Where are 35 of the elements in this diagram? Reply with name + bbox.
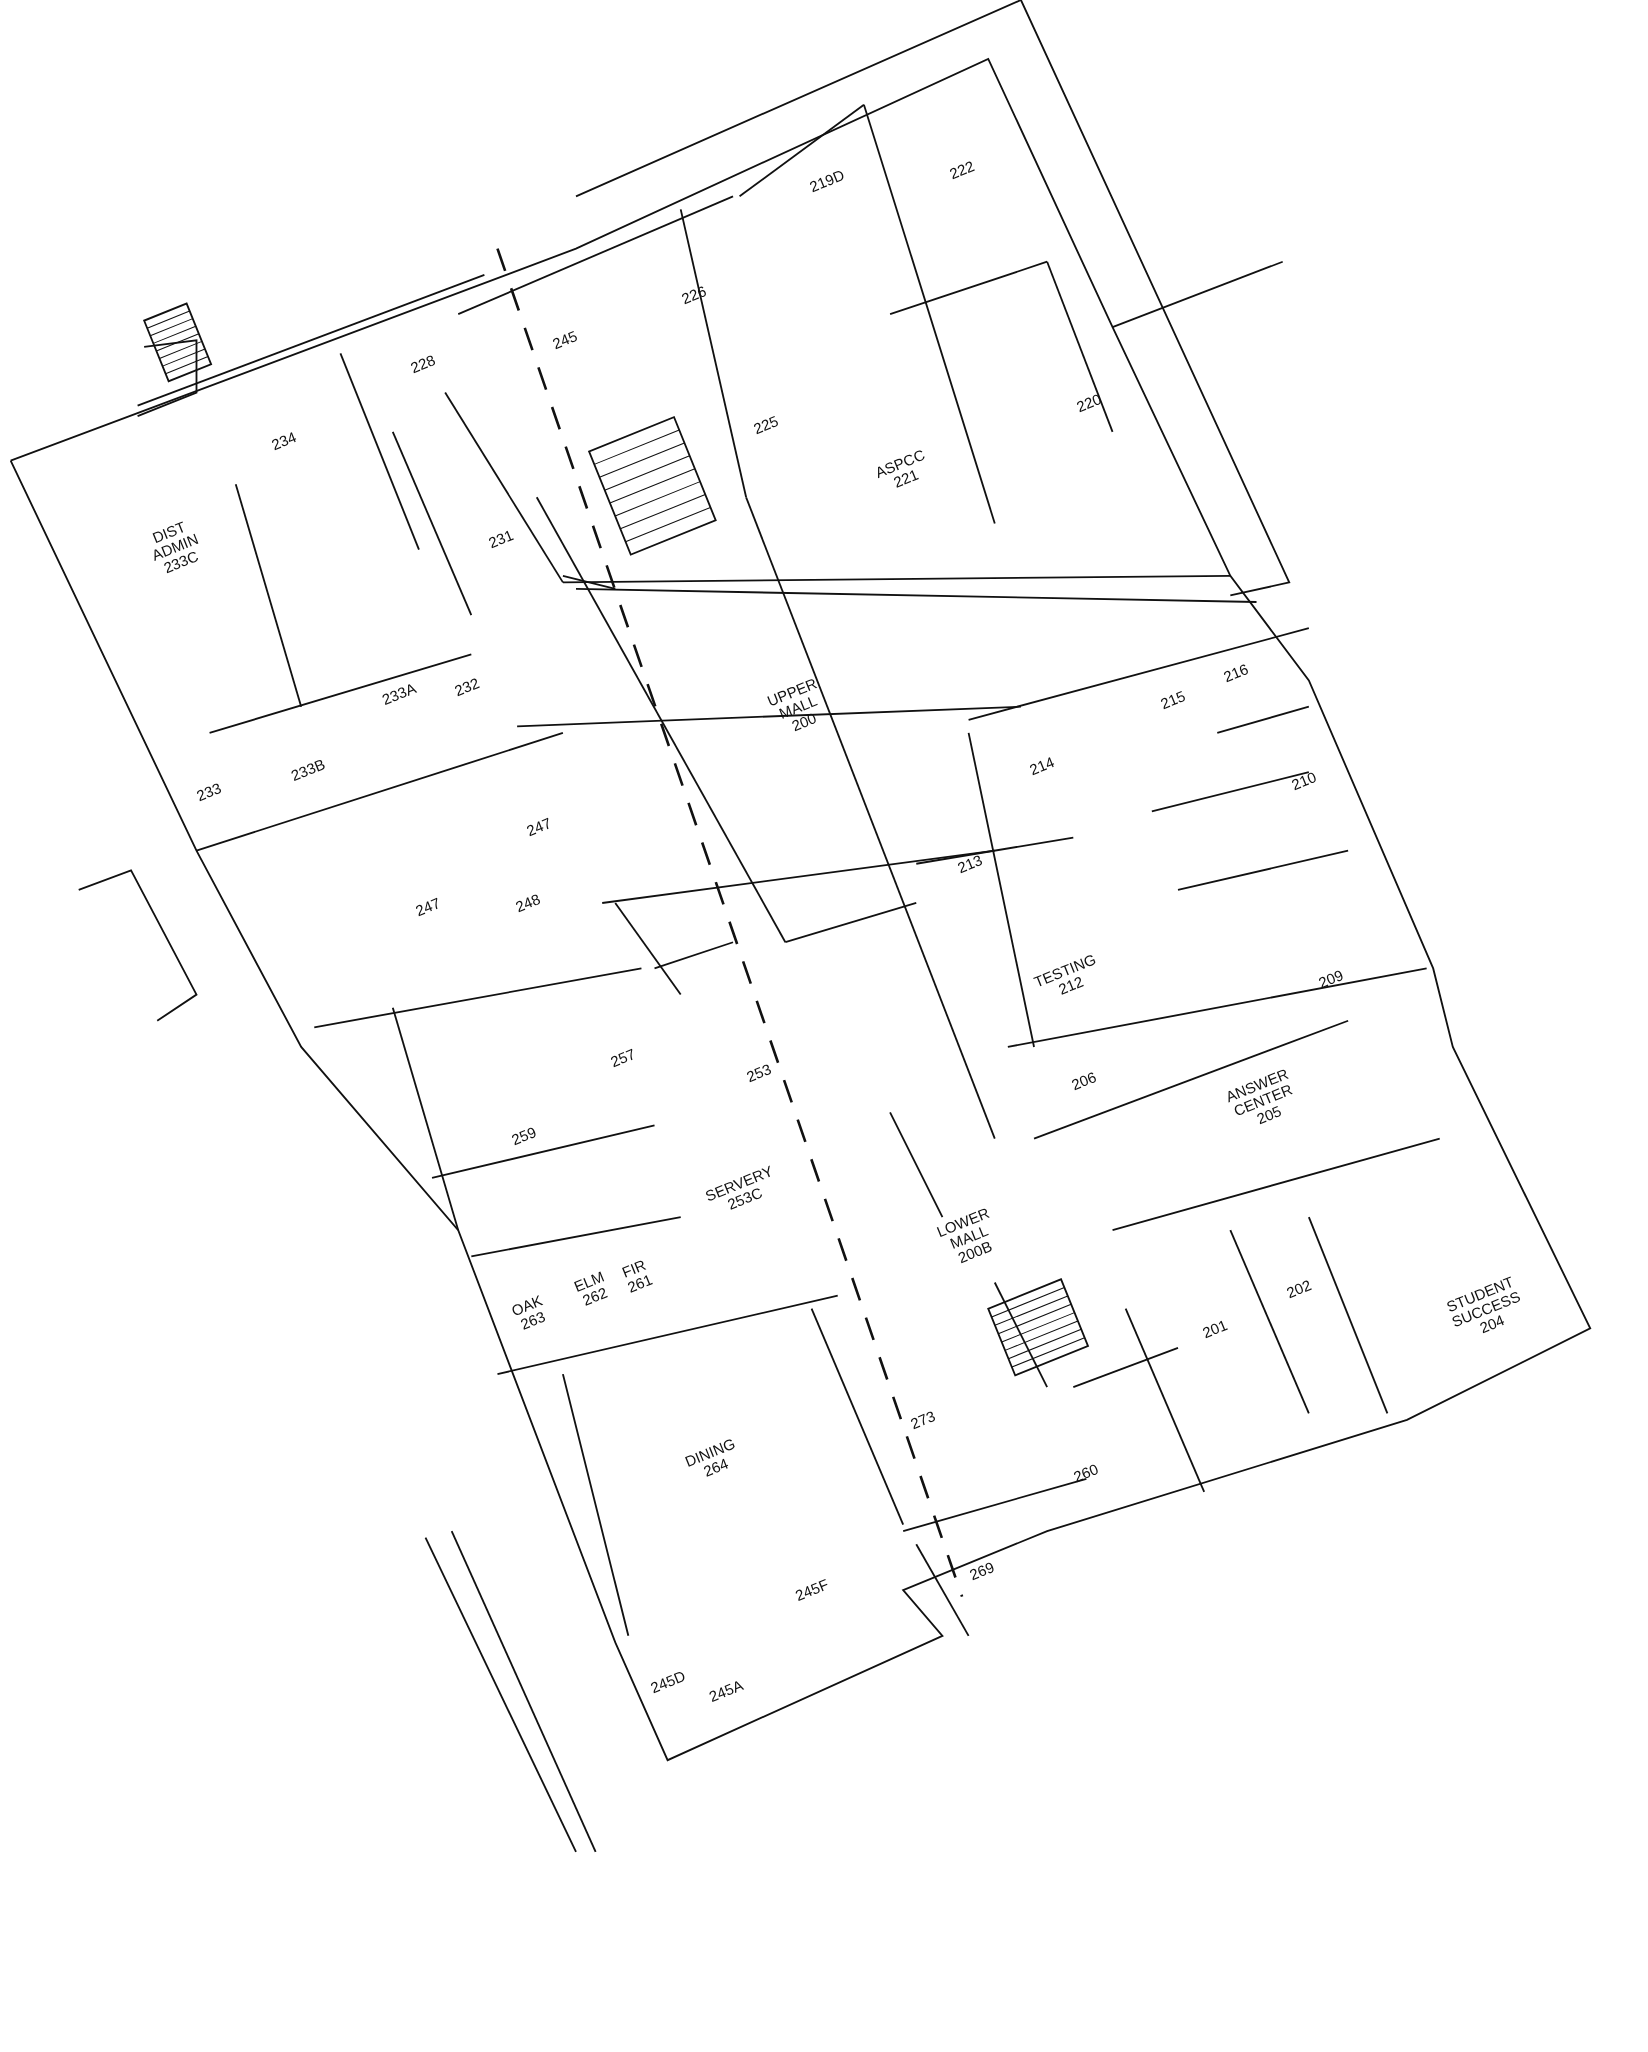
room-label: 273 [908, 1408, 938, 1433]
room-label: 225 [751, 413, 781, 438]
room-label: 222 [947, 158, 977, 183]
room-label: 209 [1316, 967, 1346, 992]
room-label: 206 [1069, 1069, 1099, 1094]
room-label: 260 [1071, 1460, 1101, 1485]
room-label: 253 [744, 1061, 774, 1086]
room-label: 234 [269, 429, 299, 454]
room-label: 219D [807, 166, 847, 195]
room-label: ELM 262 [571, 1268, 611, 1310]
room-label: 215 [1158, 688, 1188, 713]
room-label: 245 [550, 328, 580, 353]
room-label: 259 [509, 1124, 539, 1149]
room-label: 201 [1200, 1316, 1230, 1341]
room-label: 228 [408, 351, 438, 376]
room-label: FIR 261 [619, 1256, 655, 1296]
room-label: 231 [486, 527, 516, 552]
room-label: 257 [608, 1045, 638, 1070]
room-label: 216 [1221, 660, 1251, 685]
room-label: 210 [1289, 769, 1319, 794]
room-label: 245F [792, 1576, 831, 1605]
room-label: 232 [452, 675, 482, 700]
room-label: 213 [955, 851, 985, 876]
room-label: 214 [1027, 753, 1057, 778]
room-label: 233A [380, 679, 419, 708]
room-label: 269 [967, 1558, 997, 1583]
room-label: 233 [194, 779, 224, 804]
room-label: 247 [524, 815, 554, 840]
room-label: 247 [413, 895, 443, 920]
room-label: 233B [288, 755, 327, 784]
room-label: OAK 263 [509, 1292, 549, 1334]
room-label: 245D [648, 1668, 688, 1697]
room-label: 248 [512, 891, 543, 916]
room-label: 245A [707, 1677, 746, 1706]
room-label: 202 [1283, 1277, 1314, 1302]
